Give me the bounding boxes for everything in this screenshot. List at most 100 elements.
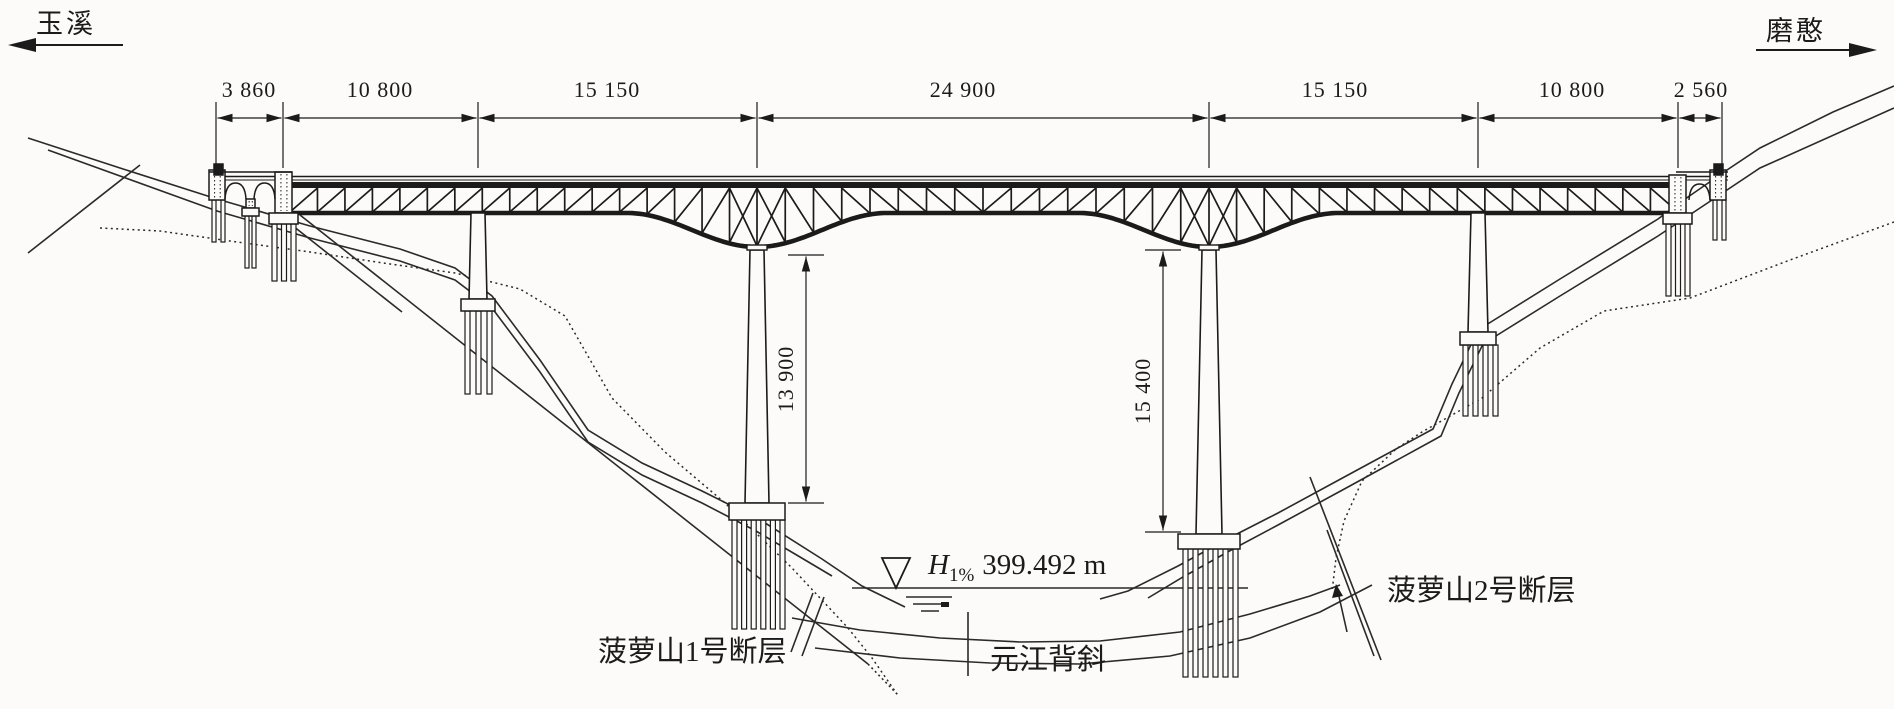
truss-diagonal	[1567, 187, 1596, 213]
truss-diagonal	[591, 187, 621, 213]
pile	[760, 519, 767, 630]
truss-diagonal	[1151, 187, 1182, 233]
dim-15150-r: 15 150	[1302, 77, 1369, 102]
truss-diagonal	[536, 187, 566, 213]
pile	[1462, 344, 1469, 417]
dim-arrowhead	[1158, 515, 1168, 531]
pier-shaft	[1195, 249, 1223, 535]
dim-3860: 3 860	[222, 77, 277, 102]
dim-arrowhead	[284, 113, 300, 123]
dim-arrowhead	[740, 113, 756, 123]
fault2-label: 菠萝山2号断层	[1387, 574, 1576, 607]
truss-diagonal	[784, 187, 815, 233]
water	[852, 557, 1248, 612]
pier-shaft	[744, 249, 770, 504]
pile	[769, 519, 777, 630]
water-level-label: H1%399.492 m	[927, 549, 1107, 586]
truss-diagonal	[1318, 187, 1348, 213]
dim-24900: 24 900	[930, 77, 997, 102]
fault1-label: 菠萝山1号断层	[598, 635, 787, 668]
dim-arrowhead	[801, 486, 811, 502]
pile	[464, 310, 471, 395]
fault1-dotted-tail	[867, 663, 899, 696]
truss-diagonal	[925, 187, 956, 213]
pile	[1472, 344, 1479, 417]
direction-right-label: 磨憨	[1766, 16, 1826, 46]
truss-diagonal	[1067, 187, 1097, 213]
dim-arrowhead	[1479, 113, 1495, 123]
pile	[1222, 548, 1229, 678]
truss-diagonal	[1346, 187, 1376, 213]
truss-diagonal	[1456, 187, 1486, 213]
pile	[486, 310, 493, 395]
truss-diagonal	[1484, 187, 1514, 213]
truss-diagonal	[982, 187, 1012, 213]
truss-diagonal	[454, 187, 483, 213]
pile-cap	[460, 298, 496, 312]
dim-arrowhead	[1192, 113, 1208, 123]
dim-15150-l: 15 150	[574, 77, 641, 102]
pile	[1674, 223, 1682, 297]
truss-diagonal	[954, 187, 984, 213]
pier-shaft	[468, 212, 488, 300]
fault2-line	[1309, 476, 1382, 661]
pile	[750, 519, 757, 630]
truss-diagonal	[812, 187, 843, 222]
bed-marker	[941, 602, 949, 607]
pile	[1232, 548, 1239, 678]
truss-diagonal	[1179, 187, 1210, 247]
masonry-pier	[274, 171, 293, 214]
dim-10800-r: 10 800	[1539, 77, 1606, 102]
fault2-movement-arrow-line	[1337, 591, 1348, 633]
right-slope-line-2	[1147, 107, 1894, 599]
truss-diagonal	[1429, 187, 1458, 213]
fault2-line-2	[1326, 529, 1375, 657]
dim-arrowhead	[479, 113, 495, 123]
masonry-pier	[245, 198, 256, 209]
pile	[290, 223, 297, 282]
pile	[1212, 548, 1219, 678]
approach-arcades	[209, 163, 1728, 201]
truss-diagonal	[426, 187, 456, 213]
right-ground-dotted-line	[1331, 221, 1894, 593]
dimension-labels: 3 860 10 800 15 150 24 900 15 150 10 800…	[222, 77, 1728, 425]
truss-diagonal	[1095, 187, 1125, 215]
dim-arrowhead	[266, 113, 282, 123]
truss-diagonal	[1539, 187, 1569, 213]
dim-arrowhead	[1210, 113, 1226, 123]
pile	[1182, 548, 1189, 678]
fault1-tick-1	[790, 592, 814, 653]
dim-arrowhead	[1679, 113, 1695, 123]
truss-bottom-chord	[290, 210, 1676, 250]
river-bed-line-1	[791, 584, 1341, 643]
truss-diagonal	[701, 187, 731, 234]
fault1-tick-2	[801, 596, 825, 657]
dim-arrowhead	[1158, 251, 1168, 267]
pile	[211, 199, 217, 243]
left-bearing-block	[213, 163, 224, 176]
dim-10800-l: 10 800	[347, 77, 414, 102]
pile	[244, 215, 250, 269]
river-bed-line-2	[814, 584, 1373, 665]
truss-diagonal	[619, 187, 648, 213]
truss-diagonal	[869, 187, 899, 213]
truss-diagonal	[564, 187, 593, 213]
dim-arrowhead	[461, 113, 477, 123]
truss-diagonal	[509, 187, 538, 213]
water-level-symbol	[880, 557, 912, 591]
left-arch-1	[224, 182, 247, 200]
left-arch-2	[253, 182, 276, 200]
truss-diagonal	[1511, 187, 1541, 213]
pile	[1721, 199, 1727, 241]
masonry-pier	[1668, 174, 1687, 214]
pile	[779, 519, 786, 630]
original-ground	[99, 221, 1894, 695]
truss-diagonal	[1263, 187, 1293, 223]
dim-arrowhead	[801, 256, 811, 272]
pile	[731, 519, 738, 630]
water-level-h: H	[927, 549, 951, 581]
pile	[1202, 548, 1209, 678]
dim-15400-pier-height: 15 400	[1130, 358, 1155, 425]
